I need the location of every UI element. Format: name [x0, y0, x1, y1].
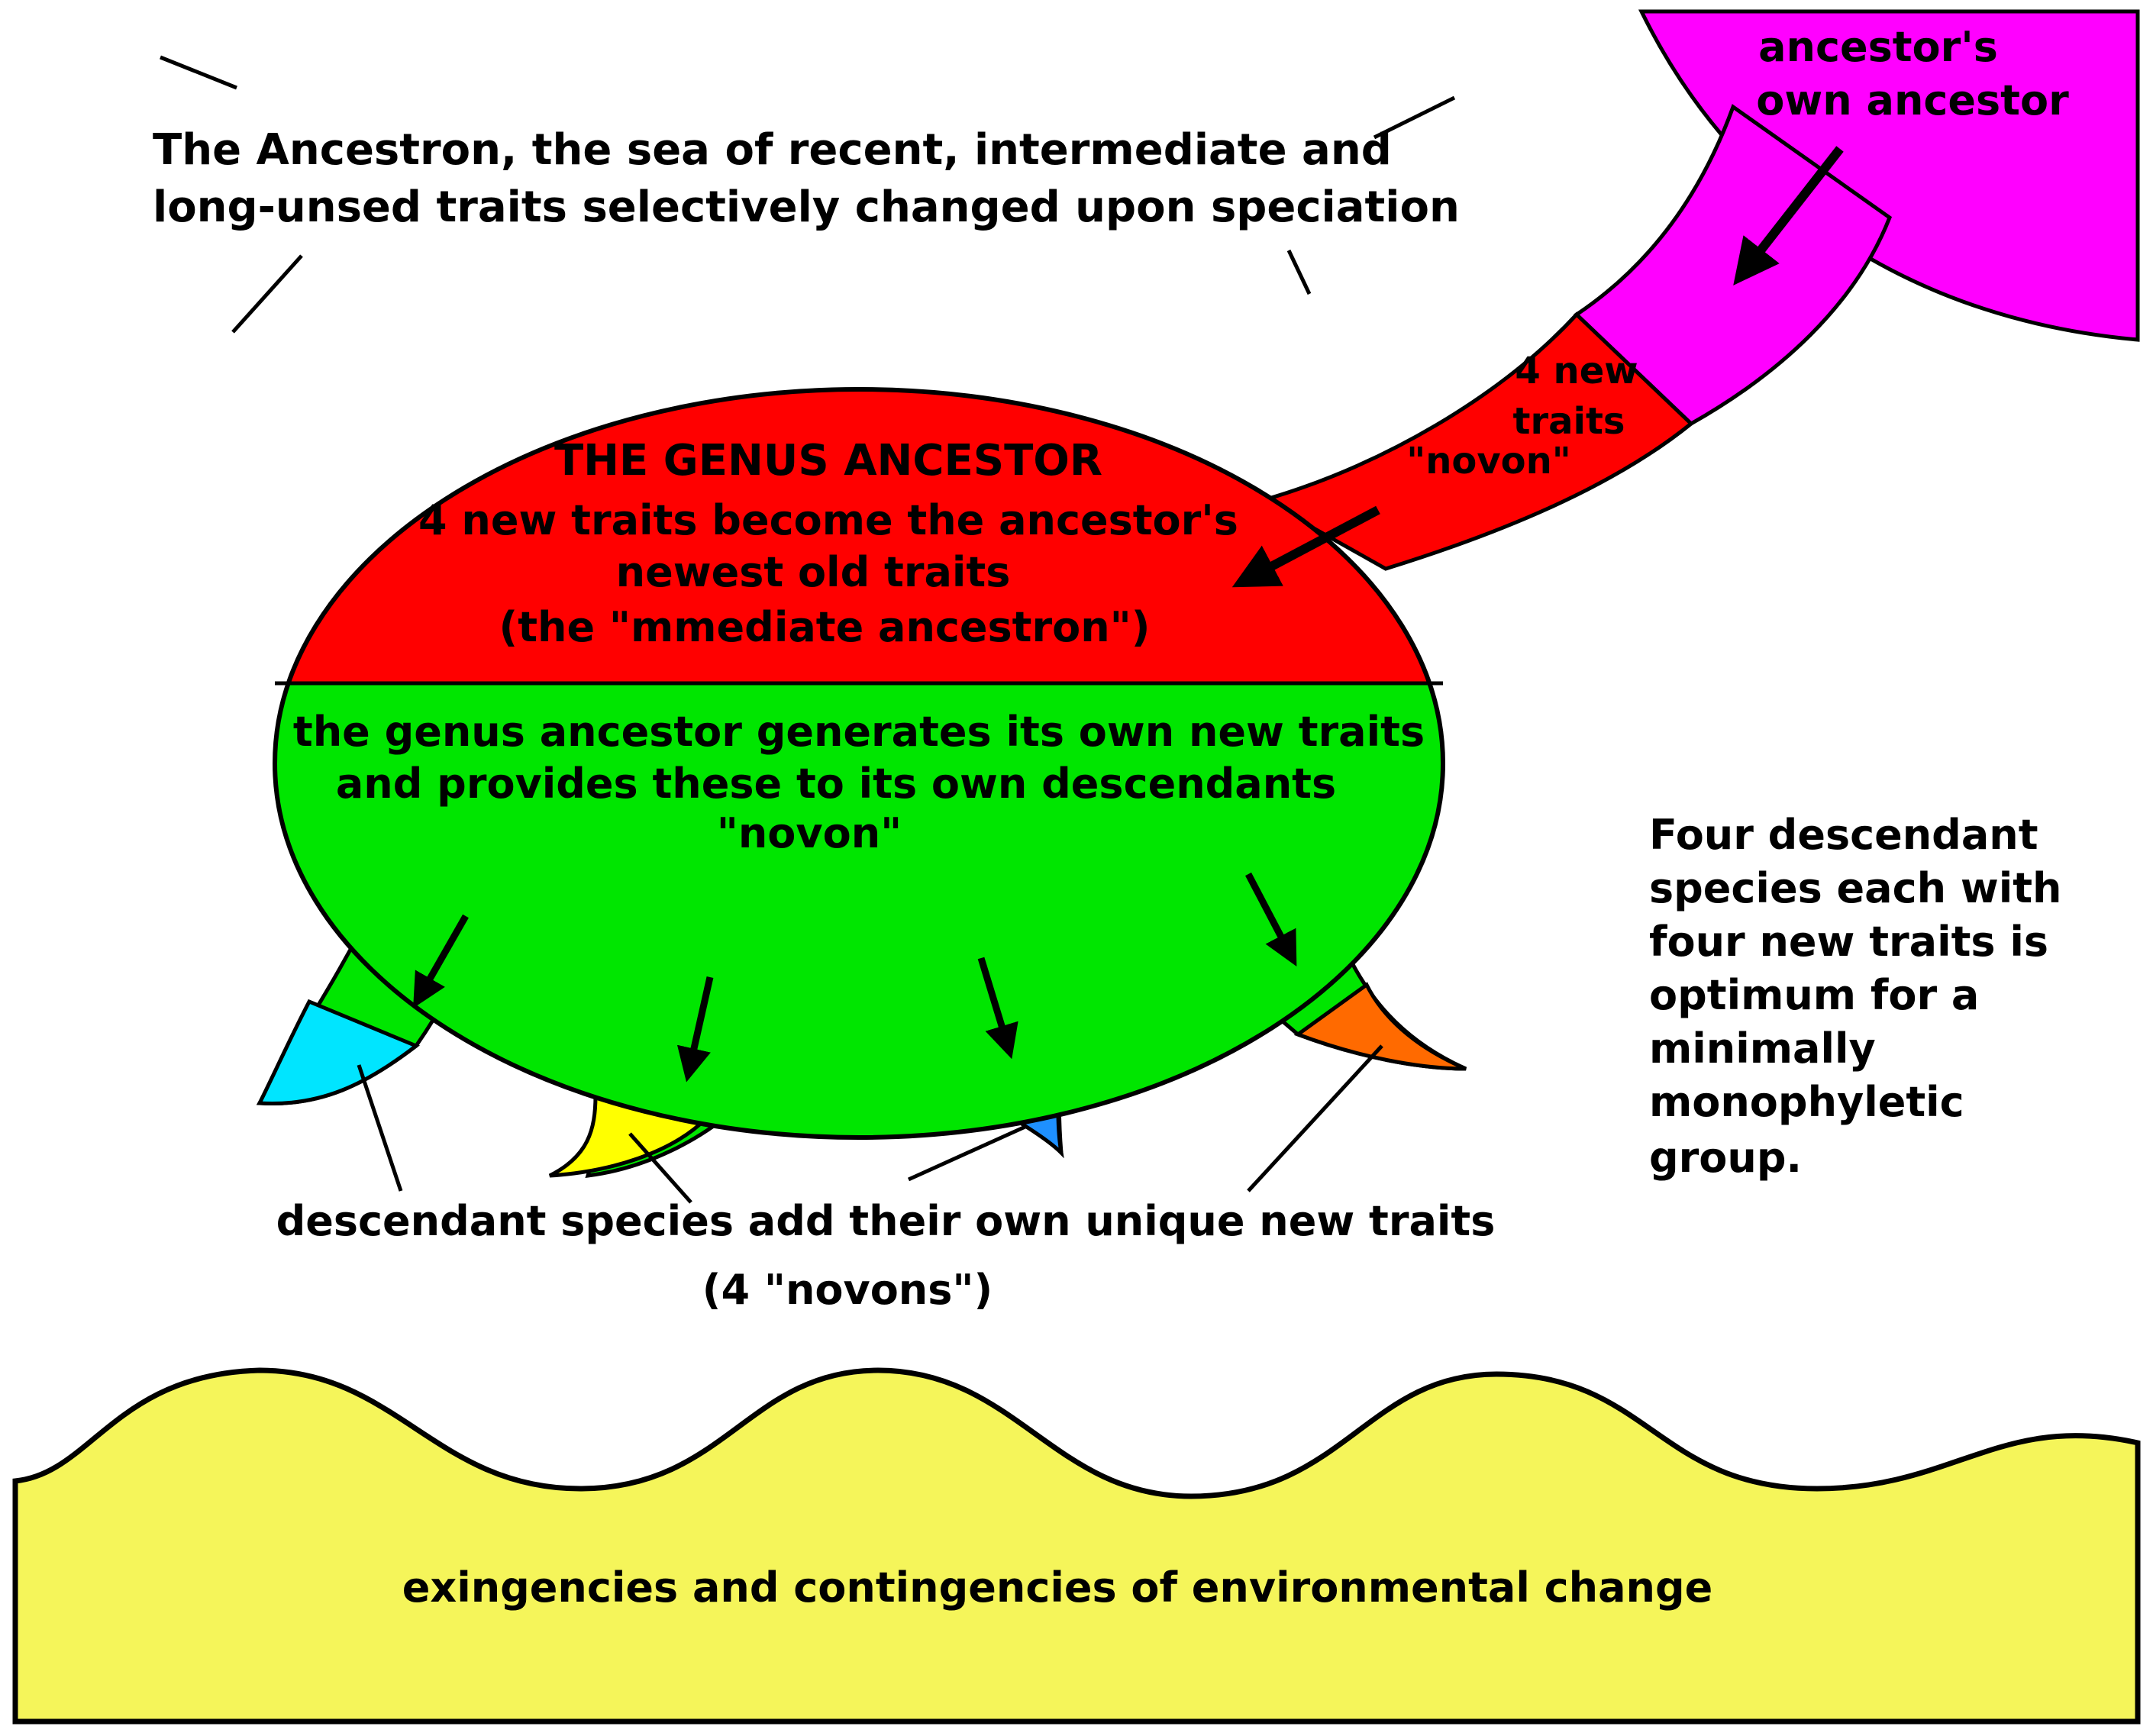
side-note-line-2: species each with — [1649, 864, 2061, 912]
environment-ground — [12, 1367, 2141, 1725]
caption-line-1: The Ancestron, the sea of recent, interm… — [153, 125, 1392, 175]
arrow-from-ancestors-ancestor — [1733, 146, 1844, 286]
genus-ancestor-title: THE GENUS ANCESTOR — [554, 436, 1102, 486]
side-note-line-4: optimum for a — [1649, 971, 1979, 1019]
stalk-label-line-1: 4 new — [1515, 350, 1638, 392]
arrow-tentacle-2 — [676, 976, 714, 1083]
arrow-tentacle-1 — [413, 914, 469, 1008]
side-note-line-6: monophyletic — [1649, 1078, 1964, 1126]
stalk-label-line-3: "novon" — [1406, 440, 1571, 482]
side-note-line-1: Four descendant — [1649, 811, 2038, 859]
leader-line-2 — [628, 1132, 692, 1204]
leader-line-4 — [1247, 1044, 1383, 1192]
descendants-line-2: (4 "novons") — [702, 1266, 993, 1314]
genus-ancestor-line-3: (the "mmediate ancestron") — [499, 603, 1151, 651]
tentacle-1-tip — [257, 999, 420, 1106]
ancestors-ancestor-line-1: ancestor's — [1758, 23, 1998, 71]
side-note-line-7: group. — [1649, 1134, 1802, 1182]
tentacle-4-tip — [1293, 982, 1467, 1071]
genus-new-traits-line-3: "novon" — [717, 809, 902, 857]
genus-ancestor-line-2: newest old traits — [616, 548, 1011, 596]
arrow-tentacle-4 — [1245, 872, 1297, 966]
descendants-line-1: descendant species add their own unique … — [276, 1197, 1496, 1245]
caption-line-2: long-unsed traits selectively changed up… — [153, 182, 1460, 232]
ancestors-ancestor-line-2: own ancestor — [1756, 76, 2069, 124]
ray-dash-2 — [1373, 95, 1456, 140]
side-note-line-3: four new traits is — [1649, 918, 2048, 966]
leader-line-1 — [357, 1064, 403, 1192]
ray-dash-3 — [231, 254, 303, 334]
stalk-label-line-2: traits — [1513, 400, 1625, 443]
side-note-line-5: minimally — [1649, 1024, 1876, 1073]
genus-ancestor-body-outline — [273, 387, 1445, 1140]
leader-line-3 — [907, 1124, 1028, 1182]
arrow-into-genus-ancestor — [1231, 505, 1380, 588]
genus-ancestor-line-1: 4 new traits become the ancestor's — [418, 496, 1238, 544]
arrow-tentacle-3 — [977, 957, 1018, 1060]
ray-dash-1 — [160, 55, 237, 90]
ray-dash-4 — [1286, 249, 1312, 295]
genus-new-traits-line-1: the genus ancestor generates its own new… — [293, 708, 1425, 756]
genus-new-traits-line-2: and provides these to its own descendant… — [336, 760, 1336, 808]
environment-label: exingencies and contingencies of environ… — [402, 1563, 1713, 1612]
